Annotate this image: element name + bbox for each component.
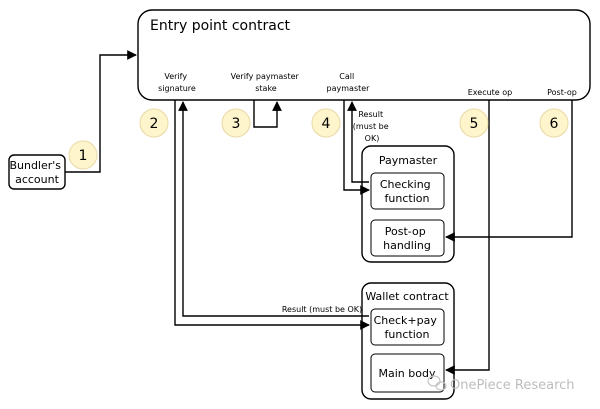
svg-text:5: 5 xyxy=(470,116,479,132)
wallet-result-arrow xyxy=(178,101,369,317)
svg-text:2: 2 xyxy=(150,116,159,132)
step-call-paymaster-label: Call paymaster xyxy=(327,72,371,93)
paymaster-title: Paymaster xyxy=(379,154,438,167)
step-badge-5: 5 xyxy=(459,108,489,138)
watermark-text: OnePiece Research xyxy=(450,378,575,393)
step-badge-2: 2 xyxy=(139,108,169,138)
checking-function-label: Checking function xyxy=(380,178,434,205)
post-op-arrow xyxy=(445,100,573,242)
watermark: OnePiece Research xyxy=(427,375,575,393)
bundler-to-entry-arrow xyxy=(65,50,137,173)
svg-text:1: 1 xyxy=(79,148,88,164)
bundler-account-label: Bundler's account xyxy=(9,159,64,186)
svg-text:3: 3 xyxy=(232,116,241,132)
step-badge-3: 3 xyxy=(221,108,251,138)
check-pay-function-box xyxy=(370,308,445,346)
entry-point-title: Entry point contract xyxy=(150,18,291,34)
step-verify-signature-label: Verify signature xyxy=(158,72,196,93)
svg-text:6: 6 xyxy=(550,116,559,132)
post-op-handling-box xyxy=(370,219,445,257)
main-body-box xyxy=(370,353,445,393)
execute-op-arrow xyxy=(445,100,490,375)
check-pay-function-label: Check+pay function xyxy=(374,314,441,341)
step-badge-6: 6 xyxy=(539,108,569,138)
step-badge-1: 1 xyxy=(68,140,98,170)
paymaster-result-label: Result (must be OK) xyxy=(353,110,391,143)
post-op-handling-label: Post-op handling xyxy=(383,225,431,252)
checking-function-box xyxy=(370,172,445,210)
wallet-contract-title: Wallet contract xyxy=(365,290,449,303)
svg-text:4: 4 xyxy=(322,116,331,132)
main-body-label: Main body xyxy=(379,367,436,380)
verify-paymaster-stake-arrow xyxy=(253,100,282,128)
wallet-result-label: Result (must be OK) xyxy=(282,305,362,314)
step-post-op-label: Post-op xyxy=(547,88,577,97)
paymaster-result-arrow xyxy=(347,101,369,183)
step-execute-op-label: Execute op xyxy=(468,88,513,97)
step-badge-4: 4 xyxy=(311,108,341,138)
call-paymaster-arrow xyxy=(343,100,370,195)
step-verify-paymaster-stake-label: Verify paymaster stake xyxy=(231,72,302,93)
wechat-icon xyxy=(427,375,447,391)
verify-signature-to-check-pay-arrow xyxy=(174,100,370,330)
entry-point-contract-box xyxy=(137,9,591,101)
